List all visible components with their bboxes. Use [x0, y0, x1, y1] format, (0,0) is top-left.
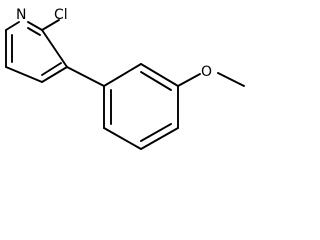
- structural-formula: N Cl O: [5, 7, 245, 150]
- biaryl-bond: [66, 66, 105, 87]
- bond-c-n: [5, 21, 20, 31]
- bond-o-ch3: [217, 72, 245, 87]
- bond-c2-c3: [41, 29, 68, 68]
- oxygen-label: O: [201, 64, 212, 80]
- double-bond-n-c2: [27, 27, 41, 36]
- double-bond-c3-c4: [41, 62, 62, 76]
- bond-b5-b6: [103, 127, 142, 150]
- bond-c3-c4: [41, 66, 68, 83]
- bond-b2-b3: [140, 63, 179, 87]
- double-bond-b2-b3: [140, 71, 172, 91]
- bond-c4-c5: [5, 66, 43, 83]
- bond-b1-b2: [103, 63, 142, 87]
- chlorine-label: Cl: [54, 7, 68, 23]
- bond-n-c2: [27, 21, 43, 31]
- bond-c2-cl: [41, 19, 60, 31]
- double-bond-b4-b5: [140, 123, 172, 142]
- nitrogen-label: N: [16, 7, 26, 23]
- pyridine-ring: [5, 21, 68, 83]
- bond-b4-b5: [140, 127, 179, 150]
- benzene-ring: [103, 63, 179, 150]
- bond-b3-o: [177, 73, 201, 87]
